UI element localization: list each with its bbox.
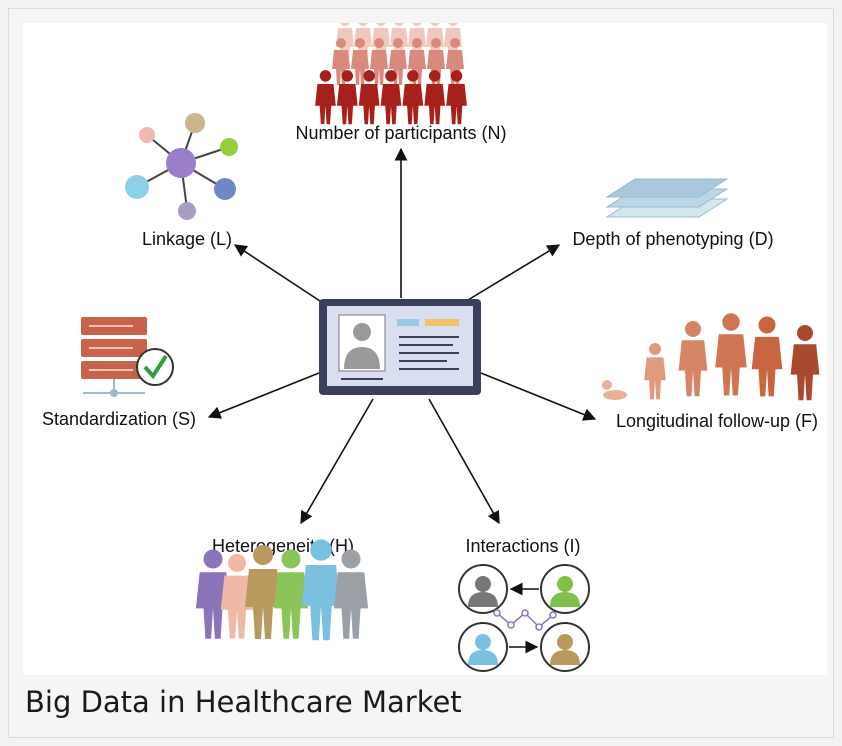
label-depth: Depth of phenotyping (D) <box>572 229 773 249</box>
big-data-diagram: Number of participants (N) Linkage (L) <box>42 16 820 672</box>
aging-icon <box>602 313 820 401</box>
arrow-heterogeneity <box>300 398 374 525</box>
diagram-figure: Number of participants (N) Linkage (L) <box>23 16 827 675</box>
label-linkage: Linkage (L) <box>142 229 232 249</box>
layers-icon <box>605 178 729 218</box>
label-participants: Number of participants (N) <box>295 123 506 143</box>
server-check-icon <box>81 317 174 397</box>
participants-icon <box>315 16 467 125</box>
label-heterogeneity: Heterogeneity (H) <box>212 536 354 556</box>
figure-caption: Big Data in Healthcare Market <box>25 685 462 719</box>
arrows <box>207 147 597 525</box>
arrow-interactions <box>428 398 500 525</box>
arrow-longitudinal <box>480 372 597 421</box>
health-record-icon <box>319 299 481 395</box>
arrow-linkage <box>233 244 324 304</box>
linkage-icon <box>125 113 238 220</box>
label-longitudinal: Longitudinal follow-up (F) <box>616 411 818 431</box>
arrow-standardization <box>207 372 320 419</box>
figure-card: Number of participants (N) Linkage (L) <box>8 8 834 738</box>
arrow-depth <box>462 244 561 304</box>
label-standardization: Standardization (S) <box>42 409 196 429</box>
check-icon <box>136 348 174 386</box>
label-interactions: Interactions (I) <box>465 536 580 556</box>
interactions-icon <box>458 564 590 672</box>
